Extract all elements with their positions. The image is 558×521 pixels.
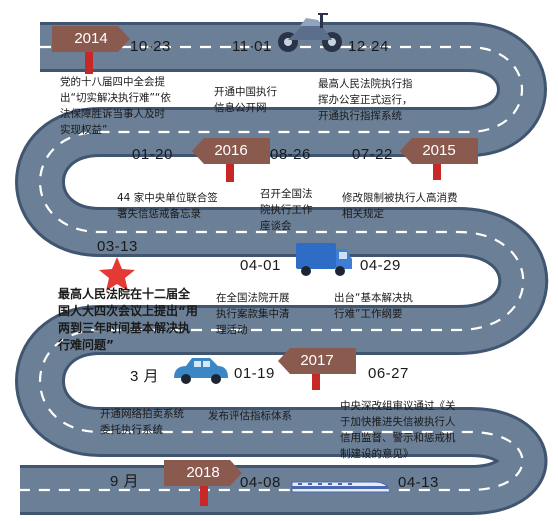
post-2016 bbox=[226, 152, 234, 182]
car-icon bbox=[174, 358, 228, 384]
year-label-2014: 2014 bbox=[74, 30, 108, 47]
sign-posts bbox=[85, 44, 441, 506]
post-2018 bbox=[200, 476, 208, 506]
date-september: 9 月 bbox=[110, 473, 140, 490]
sign-2018: 2018 bbox=[164, 460, 242, 486]
year-label-2015: 2015 bbox=[422, 142, 456, 159]
event-note-1: 党的十八届四中全会提 出“切实解决执行难”“依 法保障胜诉当事人及时 实现权益” bbox=[60, 76, 171, 136]
sign-arrow-shape bbox=[400, 138, 478, 164]
date-04-01: 04-01 bbox=[240, 257, 281, 274]
date-01-20: 01-20 bbox=[132, 146, 173, 163]
date-march: 3 月 bbox=[130, 368, 160, 385]
sign-2014: 2014 bbox=[52, 26, 130, 52]
event-note-12: 中央深改组审议通过《关 于加快推进失信被执行人 信用监督、警示和惩戒机 制建设的… bbox=[340, 400, 456, 460]
year-label-2016: 2016 bbox=[214, 142, 248, 159]
sign-2016: 2016 bbox=[192, 138, 270, 164]
event-note-3: 最高人民法院执行指 挥办公室正式运行， 开通执行指挥系统 bbox=[318, 78, 413, 122]
date-07-22: 07-22 bbox=[352, 146, 393, 163]
event-note-2: 开通中国执行 信息公开网 bbox=[214, 86, 277, 114]
post-2017 bbox=[312, 362, 320, 390]
post-2014 bbox=[85, 44, 93, 74]
event-note-6: 修改限制被执行人高消费 相关规定 bbox=[342, 192, 458, 220]
event-note-7: 最高人民法院在十二届全 国人大四次会议上提出“用 两到三年时间基本解决执 行难问… bbox=[58, 287, 198, 352]
sign-2017: 2017 bbox=[278, 348, 356, 374]
event-note-10: 开通网络拍卖系统 委托执行系统 bbox=[100, 408, 184, 436]
sign-2015: 2015 bbox=[400, 138, 478, 164]
truck-icon bbox=[296, 243, 352, 276]
star-icon bbox=[99, 257, 135, 291]
sign-arrow-shape bbox=[164, 460, 242, 486]
date-08-26: 08-26 bbox=[270, 146, 311, 163]
sign-arrow-shape bbox=[192, 138, 270, 164]
winding-road bbox=[15, 22, 549, 515]
date-04-29: 04-29 bbox=[360, 257, 401, 274]
date-06-27: 06-27 bbox=[368, 365, 409, 382]
date-11-01: 11-01 bbox=[232, 38, 272, 55]
motorcycle-icon bbox=[278, 13, 342, 52]
date-12-24: 12-24 bbox=[348, 38, 389, 55]
event-note-8: 在全国法院开展 执行案款集中清 理活动 bbox=[216, 292, 290, 336]
date-03-13: 03-13 bbox=[97, 238, 138, 255]
sign-arrow-shape bbox=[278, 348, 356, 374]
post-2015 bbox=[433, 152, 441, 180]
year-label-2017: 2017 bbox=[300, 352, 334, 369]
date-10-23: 10-23 bbox=[130, 38, 171, 55]
event-note-9: 出台“基本解决执 行难”工作纲要 bbox=[334, 292, 413, 320]
train-icon bbox=[291, 481, 391, 493]
date-04-13: 04-13 bbox=[398, 474, 439, 491]
date-01-19: 01-19 bbox=[234, 365, 275, 382]
event-note-5: 召开全国法 院执行工作 座谈会 bbox=[260, 188, 313, 232]
event-note-11: 发布评估指标体系 bbox=[208, 410, 292, 422]
sign-arrow-shape bbox=[52, 26, 130, 52]
date-04-08: 04-08 bbox=[240, 474, 281, 491]
event-note-4: 44 家中央单位联合签 署失信惩戒备忘录 bbox=[117, 192, 218, 220]
year-label-2018: 2018 bbox=[186, 464, 220, 481]
